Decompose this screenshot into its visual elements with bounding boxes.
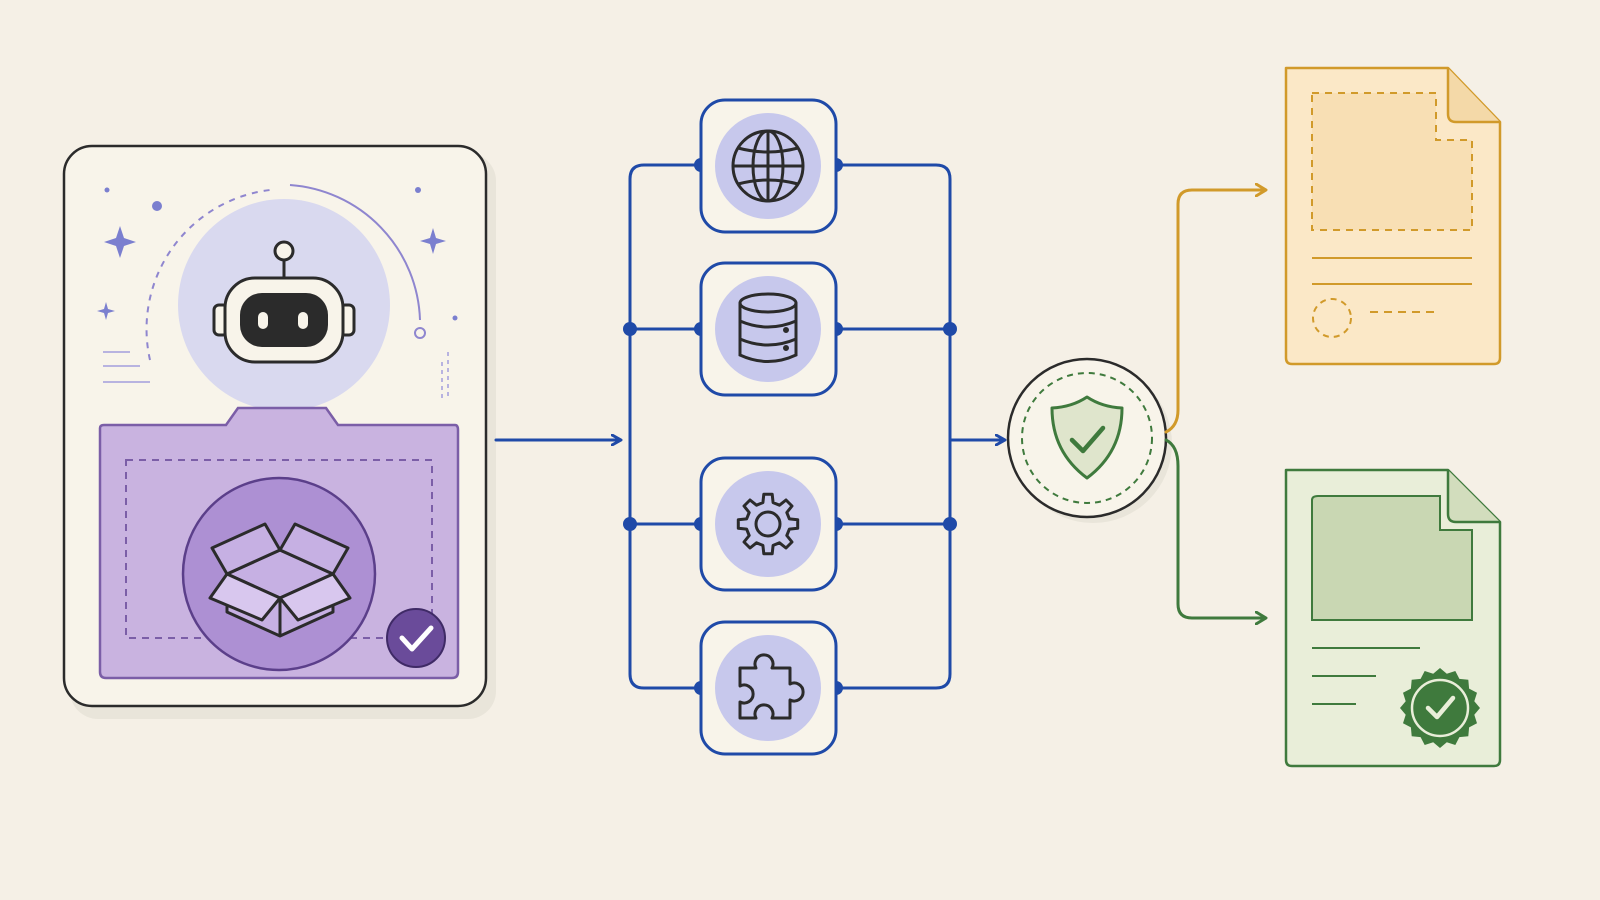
package-folder <box>98 406 460 680</box>
tool-node-settings <box>699 456 838 592</box>
approved-document-icon <box>1284 468 1502 768</box>
robot-icon <box>178 199 390 411</box>
database-icon <box>738 292 798 363</box>
pipeline-connectors <box>494 163 1004 690</box>
connector-nodes <box>623 158 957 695</box>
approval-seal-icon <box>1400 668 1480 748</box>
checkpoint-node <box>1006 357 1172 523</box>
output-approved <box>1284 468 1502 768</box>
tool-node-database <box>699 261 838 397</box>
shield-check-icon <box>1050 395 1124 480</box>
draft-document-icon <box>1284 66 1502 366</box>
output-connectors <box>1164 190 1265 618</box>
tool-node-web <box>699 98 838 234</box>
tool-node-plugin <box>699 620 838 756</box>
check-badge-icon <box>386 608 446 668</box>
globe-icon <box>731 129 805 203</box>
output-draft <box>1284 66 1502 366</box>
puzzle-icon <box>738 653 805 720</box>
agent-card <box>62 144 496 719</box>
sparkle-icon <box>97 187 458 321</box>
open-box-icon <box>208 522 352 638</box>
decorative-orbit <box>103 184 449 398</box>
gear-icon <box>736 492 800 556</box>
